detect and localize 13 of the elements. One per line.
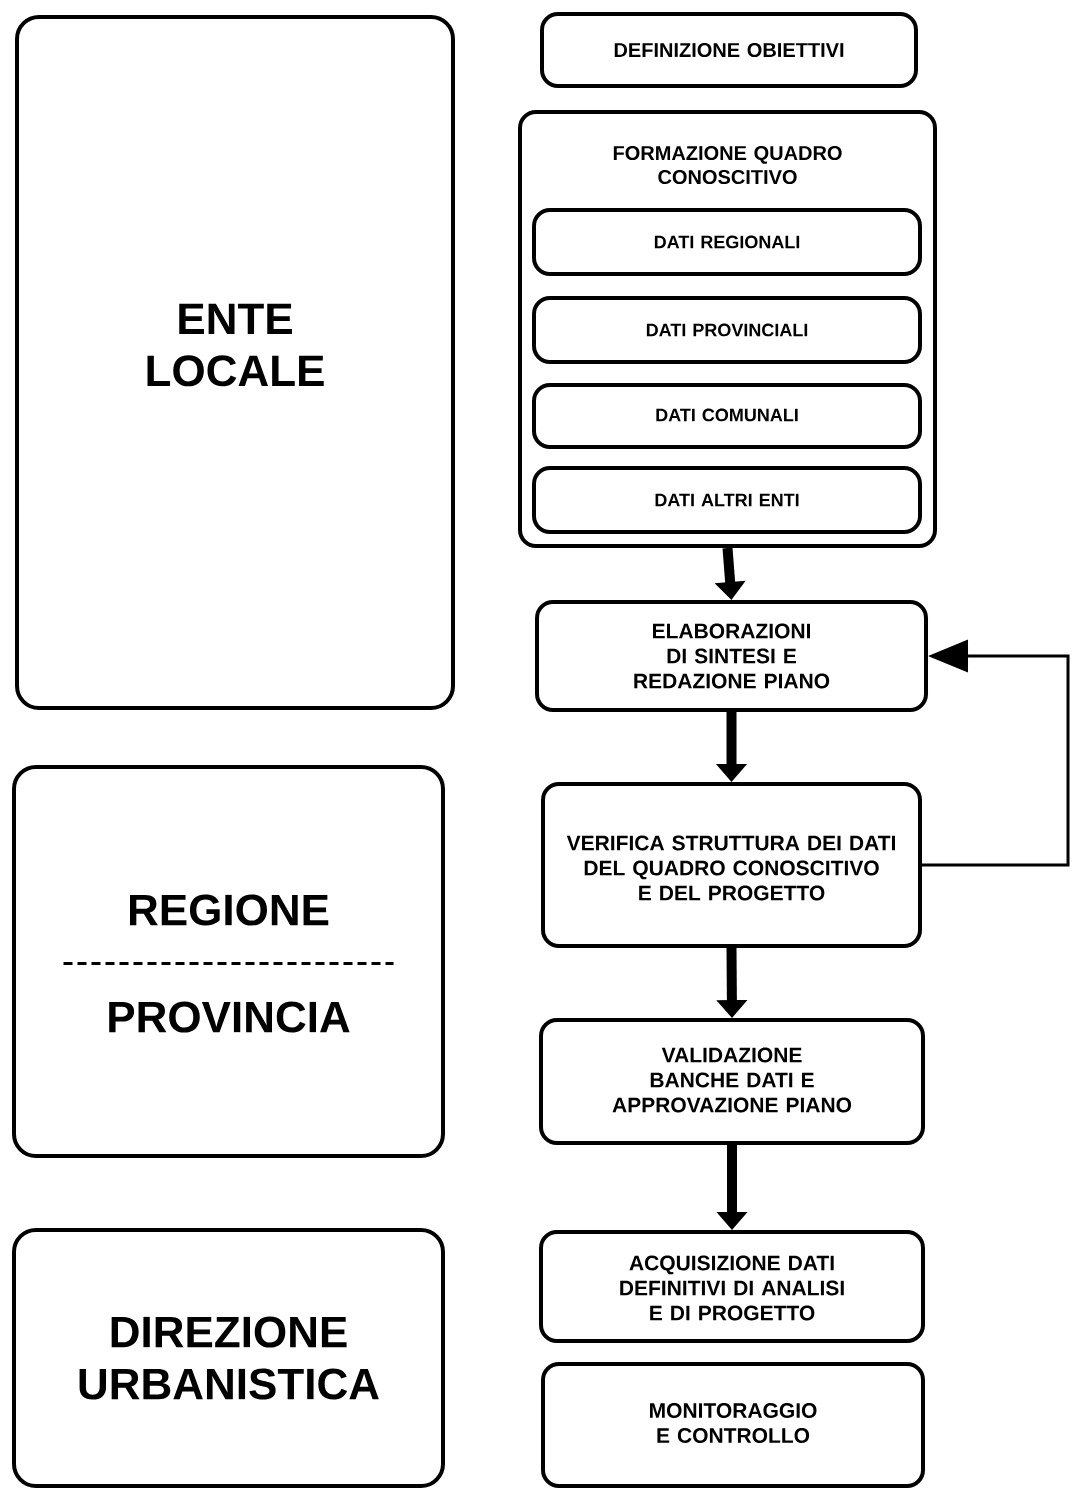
process-box: DATI ALTRI ENTI bbox=[532, 466, 922, 534]
process-box: DEFINIZIONE OBIETTIVI bbox=[540, 12, 918, 88]
actor-box: REGIONE PROVINCIA bbox=[12, 765, 445, 1158]
process-box: ELABORAZIONI DI SINTESI E REDAZIONE PIANO bbox=[535, 600, 928, 712]
process-box: VERIFICA STRUTTURA DEI DATI DEL QUADRO CONOSCITIVO E DEL PROGETTO bbox=[541, 782, 922, 948]
process-box: DATI PROVINCIALI bbox=[532, 296, 922, 364]
process-box: DATI REGIONALI bbox=[532, 208, 922, 276]
actor-box: DIREZIONE URBANISTICA bbox=[12, 1228, 445, 1488]
process-box: DATI COMUNALI bbox=[532, 383, 922, 449]
actor-box: ENTE LOCALE bbox=[15, 15, 455, 710]
process-box: MONITORAGGIO E CONTROLLO bbox=[541, 1362, 925, 1488]
process-box: ACQUISIZIONE DATI DEFINITIVI DI ANALISI E DI PROGETTO bbox=[539, 1230, 925, 1343]
process-box: VALIDAZIONE BANCHE DATI E APPROVAZIONE PIANO bbox=[539, 1018, 925, 1145]
